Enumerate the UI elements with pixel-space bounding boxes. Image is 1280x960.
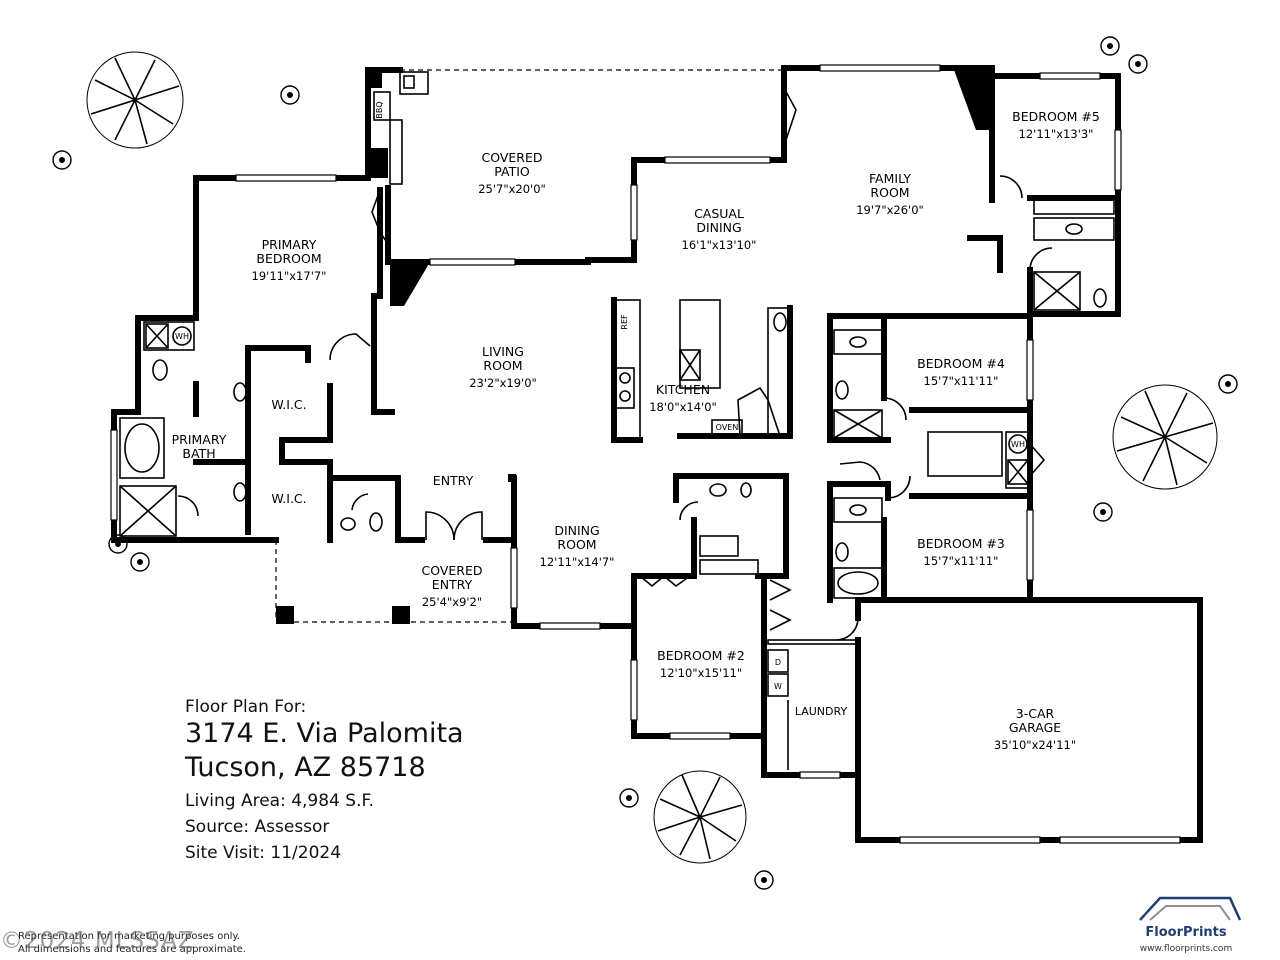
room-name: BATH [182, 446, 215, 461]
room-dims: 16'1"x13'10" [682, 238, 757, 252]
info-heading: Floor Plan For: [185, 697, 307, 717]
room-dims: 12'10"x15'11" [660, 666, 742, 680]
room-name: BEDROOM #4 [917, 356, 1005, 371]
room-living-room: LIVING ROOM 23'2"x19'0" [469, 344, 537, 390]
room-name: ROOM [870, 185, 909, 200]
room-dims: 15'7"x11'11" [924, 374, 999, 388]
living-area: Living Area: 4,984 S.F. [185, 791, 374, 811]
source: Source: Assessor [185, 817, 330, 837]
room-bedroom-3: BEDROOM #3 15'7"x11'11" [917, 536, 1005, 568]
disclaimer-line-1: Representation for marketing purposes on… [18, 931, 241, 942]
room-kitchen: KITCHEN 18'0"x14'0" [649, 382, 717, 414]
room-dims: 12'11"x14'7" [540, 555, 615, 569]
copyright-watermark: ©2024 MLSSAZ [0, 928, 195, 954]
room-dims: 35'10"x24'11" [994, 738, 1076, 752]
room-dims: 18'0"x14'0" [649, 400, 717, 414]
room-name: BEDROOM #3 [917, 536, 1005, 551]
room-name: CASUAL [694, 206, 744, 221]
room-name: FAMILY [869, 171, 911, 186]
room-name: LIVING [482, 344, 524, 359]
room-dims: 25'7"x20'0" [478, 182, 546, 196]
room-name: W.I.C. [271, 491, 306, 506]
room-wic-lower: W.I.C. [271, 491, 306, 506]
room-name: ROOM [483, 358, 522, 373]
fixture-labels: BBQ REF OVEN WH WH D W [175, 101, 1025, 691]
room-name: KITCHEN [656, 382, 710, 397]
room-primary-bedroom: PRIMARY BEDROOM 19'11"x17'7" [252, 237, 327, 283]
room-labels: COVERED PATIO 25'7"x20'0" PRIMARY BEDROO… [172, 109, 1100, 752]
bath-fixtures [119, 197, 1115, 599]
brand-url: www.floorprints.com [1139, 944, 1233, 954]
room-dims: 19'7"x26'0" [856, 203, 924, 217]
windows [110, 64, 1181, 844]
interior-walls [193, 73, 1121, 778]
dryer-label: D [775, 658, 781, 667]
room-family-room: FAMILY ROOM 19'7"x26'0" [856, 171, 924, 217]
room-name: BEDROOM #2 [657, 648, 745, 663]
room-dims: 12'11"x13'3" [1019, 127, 1094, 141]
room-name: PATIO [494, 164, 530, 179]
room-name: DINING [554, 523, 599, 538]
bbq-label: BBQ [375, 101, 384, 118]
address-line-2: Tucson, AZ 85718 [185, 752, 426, 783]
room-primary-bath: PRIMARY BATH [172, 432, 227, 461]
room-name: ROOM [557, 537, 596, 552]
room-name: W.I.C. [271, 397, 306, 412]
room-bedroom-5: BEDROOM #5 12'11"x13'3" [1012, 109, 1100, 141]
room-name: ENTRY [432, 577, 473, 592]
water-heater-label-1: WH [175, 332, 189, 341]
kitchen-fixtures [613, 299, 791, 441]
posts [276, 70, 992, 624]
room-dims: 19'11"x17'7" [252, 269, 327, 283]
room-name: PRIMARY [172, 432, 227, 447]
floorprints-logo-icon [1139, 896, 1242, 921]
doors [177, 87, 1053, 641]
room-name: 3-CAR [1016, 706, 1055, 721]
brand-name: FloorPrints [1145, 925, 1227, 940]
room-dims: 15'7"x11'11" [924, 554, 999, 568]
room-name: BEDROOM [256, 251, 321, 266]
room-name: ENTRY [433, 473, 474, 488]
washer-label: W [774, 682, 782, 691]
room-name: GARAGE [1009, 720, 1061, 735]
room-dims: 23'2"x19'0" [469, 376, 537, 390]
room-entry: ENTRY [433, 473, 474, 488]
room-name: COVERED [481, 150, 542, 165]
room-laundry: LAUNDRY [795, 705, 848, 718]
disclaimer-line-2: All dimensions and features are approxim… [18, 944, 246, 955]
water-heater-label-2: WH [1011, 440, 1025, 449]
oven-label: OVEN [716, 423, 739, 432]
room-name: DINING [696, 220, 741, 235]
patio-fixtures [373, 71, 429, 185]
room-dining-room: DINING ROOM 12'11"x14'7" [540, 523, 615, 569]
address-line-1: 3174 E. Via Palomita [185, 718, 464, 749]
room-dims: 25'4"x9'2" [422, 595, 482, 609]
landscape-trees [52, 36, 1238, 890]
room-garage: 3-CAR GARAGE 35'10"x24'11" [994, 706, 1076, 752]
room-bedroom-2: BEDROOM #2 12'10"x15'11" [657, 648, 745, 680]
room-name: COVERED [421, 563, 482, 578]
room-casual-dining: CASUAL DINING 16'1"x13'10" [682, 206, 757, 252]
ref-label: REF [620, 314, 629, 330]
room-covered-entry: COVERED ENTRY 25'4"x9'2" [421, 563, 482, 609]
room-name: LAUNDRY [795, 705, 848, 718]
room-covered-patio: COVERED PATIO 25'7"x20'0" [478, 150, 546, 196]
room-name: PRIMARY [262, 237, 317, 252]
site-visit: Site Visit: 11/2024 [185, 843, 342, 863]
room-wic-upper: W.I.C. [271, 397, 306, 412]
laundry-fixtures [767, 579, 857, 770]
room-bedroom-4: BEDROOM #4 15'7"x11'11" [917, 356, 1005, 388]
disclaimer: Representation for marketing purposes on… [18, 930, 246, 956]
room-name: BEDROOM #5 [1012, 109, 1100, 124]
